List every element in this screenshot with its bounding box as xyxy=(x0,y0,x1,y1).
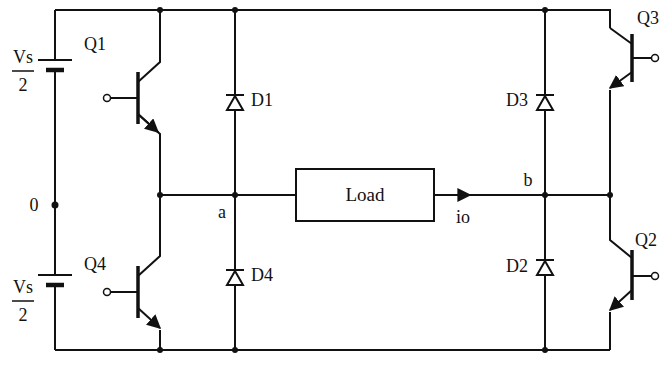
component-label: Q2 xyxy=(635,231,657,249)
component-label: D1 xyxy=(251,91,273,109)
component-label: D2 xyxy=(506,257,528,275)
load-box: Load xyxy=(295,168,435,222)
component-label: Q1 xyxy=(84,35,106,53)
component-label: 0 xyxy=(30,196,39,214)
battery-symbols xyxy=(38,60,72,285)
component-label: D4 xyxy=(251,266,273,284)
diode-symbols xyxy=(226,95,554,285)
emitter-arrows xyxy=(138,72,632,328)
junction-dots xyxy=(52,7,614,353)
component-label: Q4 xyxy=(84,255,106,273)
component-label: 2 xyxy=(19,306,28,324)
transistor-bases xyxy=(138,34,632,318)
component-label: Vs xyxy=(13,278,33,296)
component-label: Q3 xyxy=(637,9,659,27)
component-label: a xyxy=(218,203,226,221)
component-label: b xyxy=(524,171,533,189)
component-label: Vs xyxy=(13,48,33,66)
component-label: io xyxy=(456,208,470,226)
wires xyxy=(12,10,652,350)
component-label: D3 xyxy=(506,91,528,109)
node-text: Load xyxy=(345,184,384,206)
base-terminals xyxy=(104,55,659,296)
component-label: 2 xyxy=(19,76,28,94)
